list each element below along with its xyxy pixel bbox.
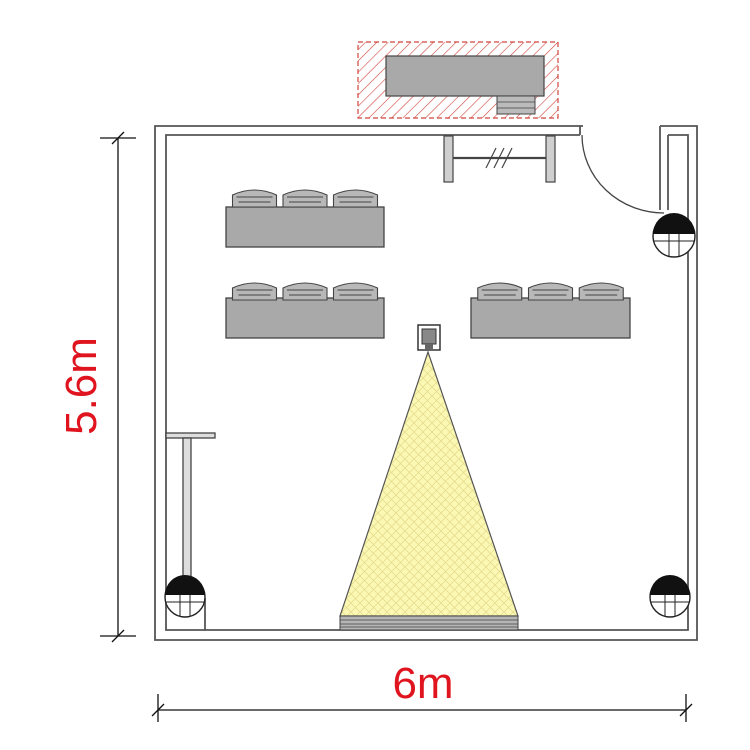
width-dimension-line [151, 694, 693, 722]
height-dimension-label: 5.6m [57, 337, 106, 435]
projection-screen [339, 615, 519, 631]
desk-row-1-left [225, 189, 385, 248]
entrance-door [581, 134, 665, 214]
projection-beam [339, 350, 519, 617]
chair [282, 282, 328, 301]
chair [332, 189, 379, 208]
chair [231, 282, 278, 301]
chair [527, 282, 574, 301]
desk-row-2-left [225, 282, 385, 339]
room-walls [154, 125, 698, 641]
projector-icon [417, 324, 441, 351]
width-dimension-label: 6m [392, 659, 453, 708]
desk-row-2-right [470, 282, 631, 339]
chair [332, 282, 379, 301]
speaker-bottom-right [649, 575, 691, 618]
speaker-bottom-left [164, 575, 206, 618]
chair [231, 189, 278, 208]
speakers-group [164, 213, 696, 618]
furniture-group [225, 189, 631, 339]
chair [578, 282, 624, 301]
screen-stand [443, 135, 556, 183]
height-dimension-line [100, 131, 136, 643]
outdoor-ac-unit [357, 41, 559, 119]
chair [477, 282, 523, 301]
coat-rack [165, 432, 216, 599]
speaker-top-right [652, 213, 696, 258]
chair [282, 189, 328, 208]
